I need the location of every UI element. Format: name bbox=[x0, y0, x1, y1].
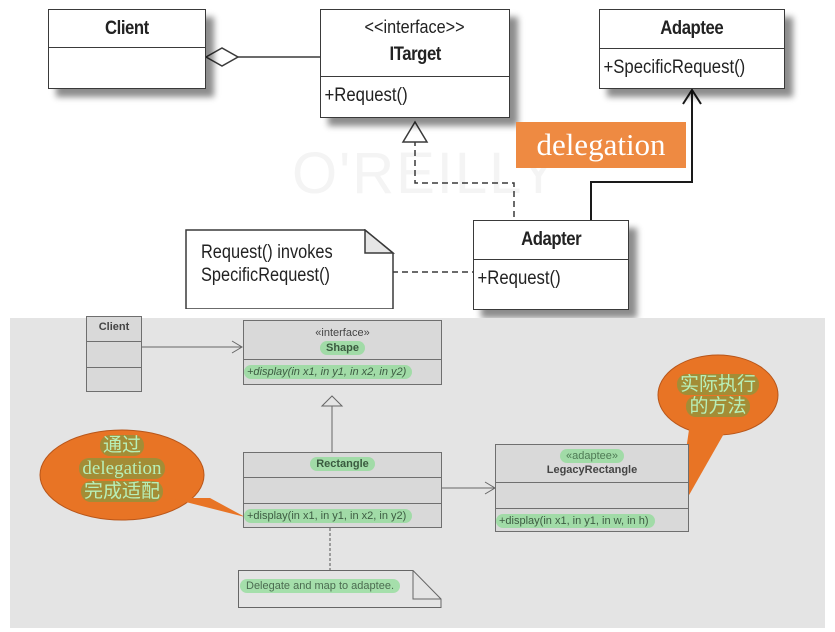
operation: +Request() bbox=[477, 268, 561, 289]
operation: +Request() bbox=[324, 85, 408, 106]
generalization-triangle-icon bbox=[320, 395, 344, 407]
delegation-arrow-icon bbox=[682, 88, 702, 105]
bubble-right-line-1: 实际执行 bbox=[676, 374, 759, 395]
class-name: Client bbox=[105, 18, 149, 39]
note-request-invokes: Request() invokes SpecificRequest() bbox=[185, 229, 396, 309]
note-line-1: Request() invokes bbox=[201, 242, 333, 263]
note-text: Delegate and map to adaptee. bbox=[240, 579, 401, 593]
realization-triangle-icon bbox=[401, 120, 429, 143]
bubble-right-text: 实际执行 的方法 bbox=[658, 374, 778, 418]
stereotype: <<interface>> bbox=[365, 17, 465, 37]
class-legacy-rectangle[interactable]: «adaptee» LegacyRectangle +display(in x1… bbox=[495, 444, 689, 532]
class-name: Shape bbox=[319, 341, 365, 355]
bubble-left-line-2: delegation bbox=[79, 458, 165, 479]
realization-line bbox=[414, 140, 515, 222]
operation: +SpecificRequest() bbox=[603, 57, 746, 78]
bubble-right-tail bbox=[676, 423, 730, 518]
association-arrow-icon bbox=[231, 340, 243, 354]
class-name: Adaptee bbox=[660, 18, 724, 39]
note-shape bbox=[185, 229, 396, 309]
bubble-right-line-2: 的方法 bbox=[686, 396, 750, 417]
operation: +display(in x1, in y1, in x2, in y2) bbox=[244, 365, 413, 379]
top-uml-diagram: O'REILLY Client <<interface>> ITarget +R… bbox=[0, 0, 835, 310]
top-connectors bbox=[204, 47, 702, 273]
interface-itarget[interactable]: <<interface>> ITarget +Request() bbox=[320, 9, 510, 118]
delegation-label: delegation bbox=[516, 122, 686, 168]
note-line-2: SpecificRequest() bbox=[201, 265, 330, 286]
class-name: Client bbox=[98, 321, 130, 333]
bubble-left-line-3: 完成适配 bbox=[80, 481, 163, 502]
class-rectangle[interactable]: Rectangle +display(in x1, in y1, in x2, … bbox=[243, 452, 442, 528]
note-delegate: Delegate and map to adaptee. bbox=[238, 570, 443, 608]
class-adaptee[interactable]: Adaptee +SpecificRequest() bbox=[599, 9, 785, 89]
stereotype: «adaptee» bbox=[560, 449, 624, 463]
interface-shape[interactable]: «interface» Shape +display(in x1, in y1,… bbox=[243, 320, 442, 385]
class-name: LegacyRectangle bbox=[546, 464, 638, 476]
operation: +display(in x1, in y1, in x2, in y2) bbox=[244, 509, 413, 523]
delegation-line bbox=[590, 92, 693, 222]
class-client[interactable]: Client bbox=[48, 9, 206, 89]
class-name: ITarget bbox=[389, 44, 441, 65]
operation: +display(in x1, in y1, in w, in h) bbox=[496, 514, 655, 528]
bottom-uml-diagram: Client «interface» Shape +display(in x1,… bbox=[10, 316, 825, 628]
class-client[interactable]: Client bbox=[86, 316, 142, 392]
stereotype: «interface» bbox=[315, 327, 370, 339]
class-adapter[interactable]: Adapter +Request() bbox=[473, 220, 629, 310]
bubble-left-line-1: 通过 bbox=[99, 435, 144, 456]
class-name: Rectangle bbox=[310, 457, 375, 471]
class-name: Adapter bbox=[520, 229, 582, 250]
bubble-left-tail bbox=[170, 498, 245, 517]
bubble-left-text: 通过 delegation 完成适配 bbox=[54, 434, 190, 503]
aggregation-diamond-icon bbox=[204, 47, 240, 67]
